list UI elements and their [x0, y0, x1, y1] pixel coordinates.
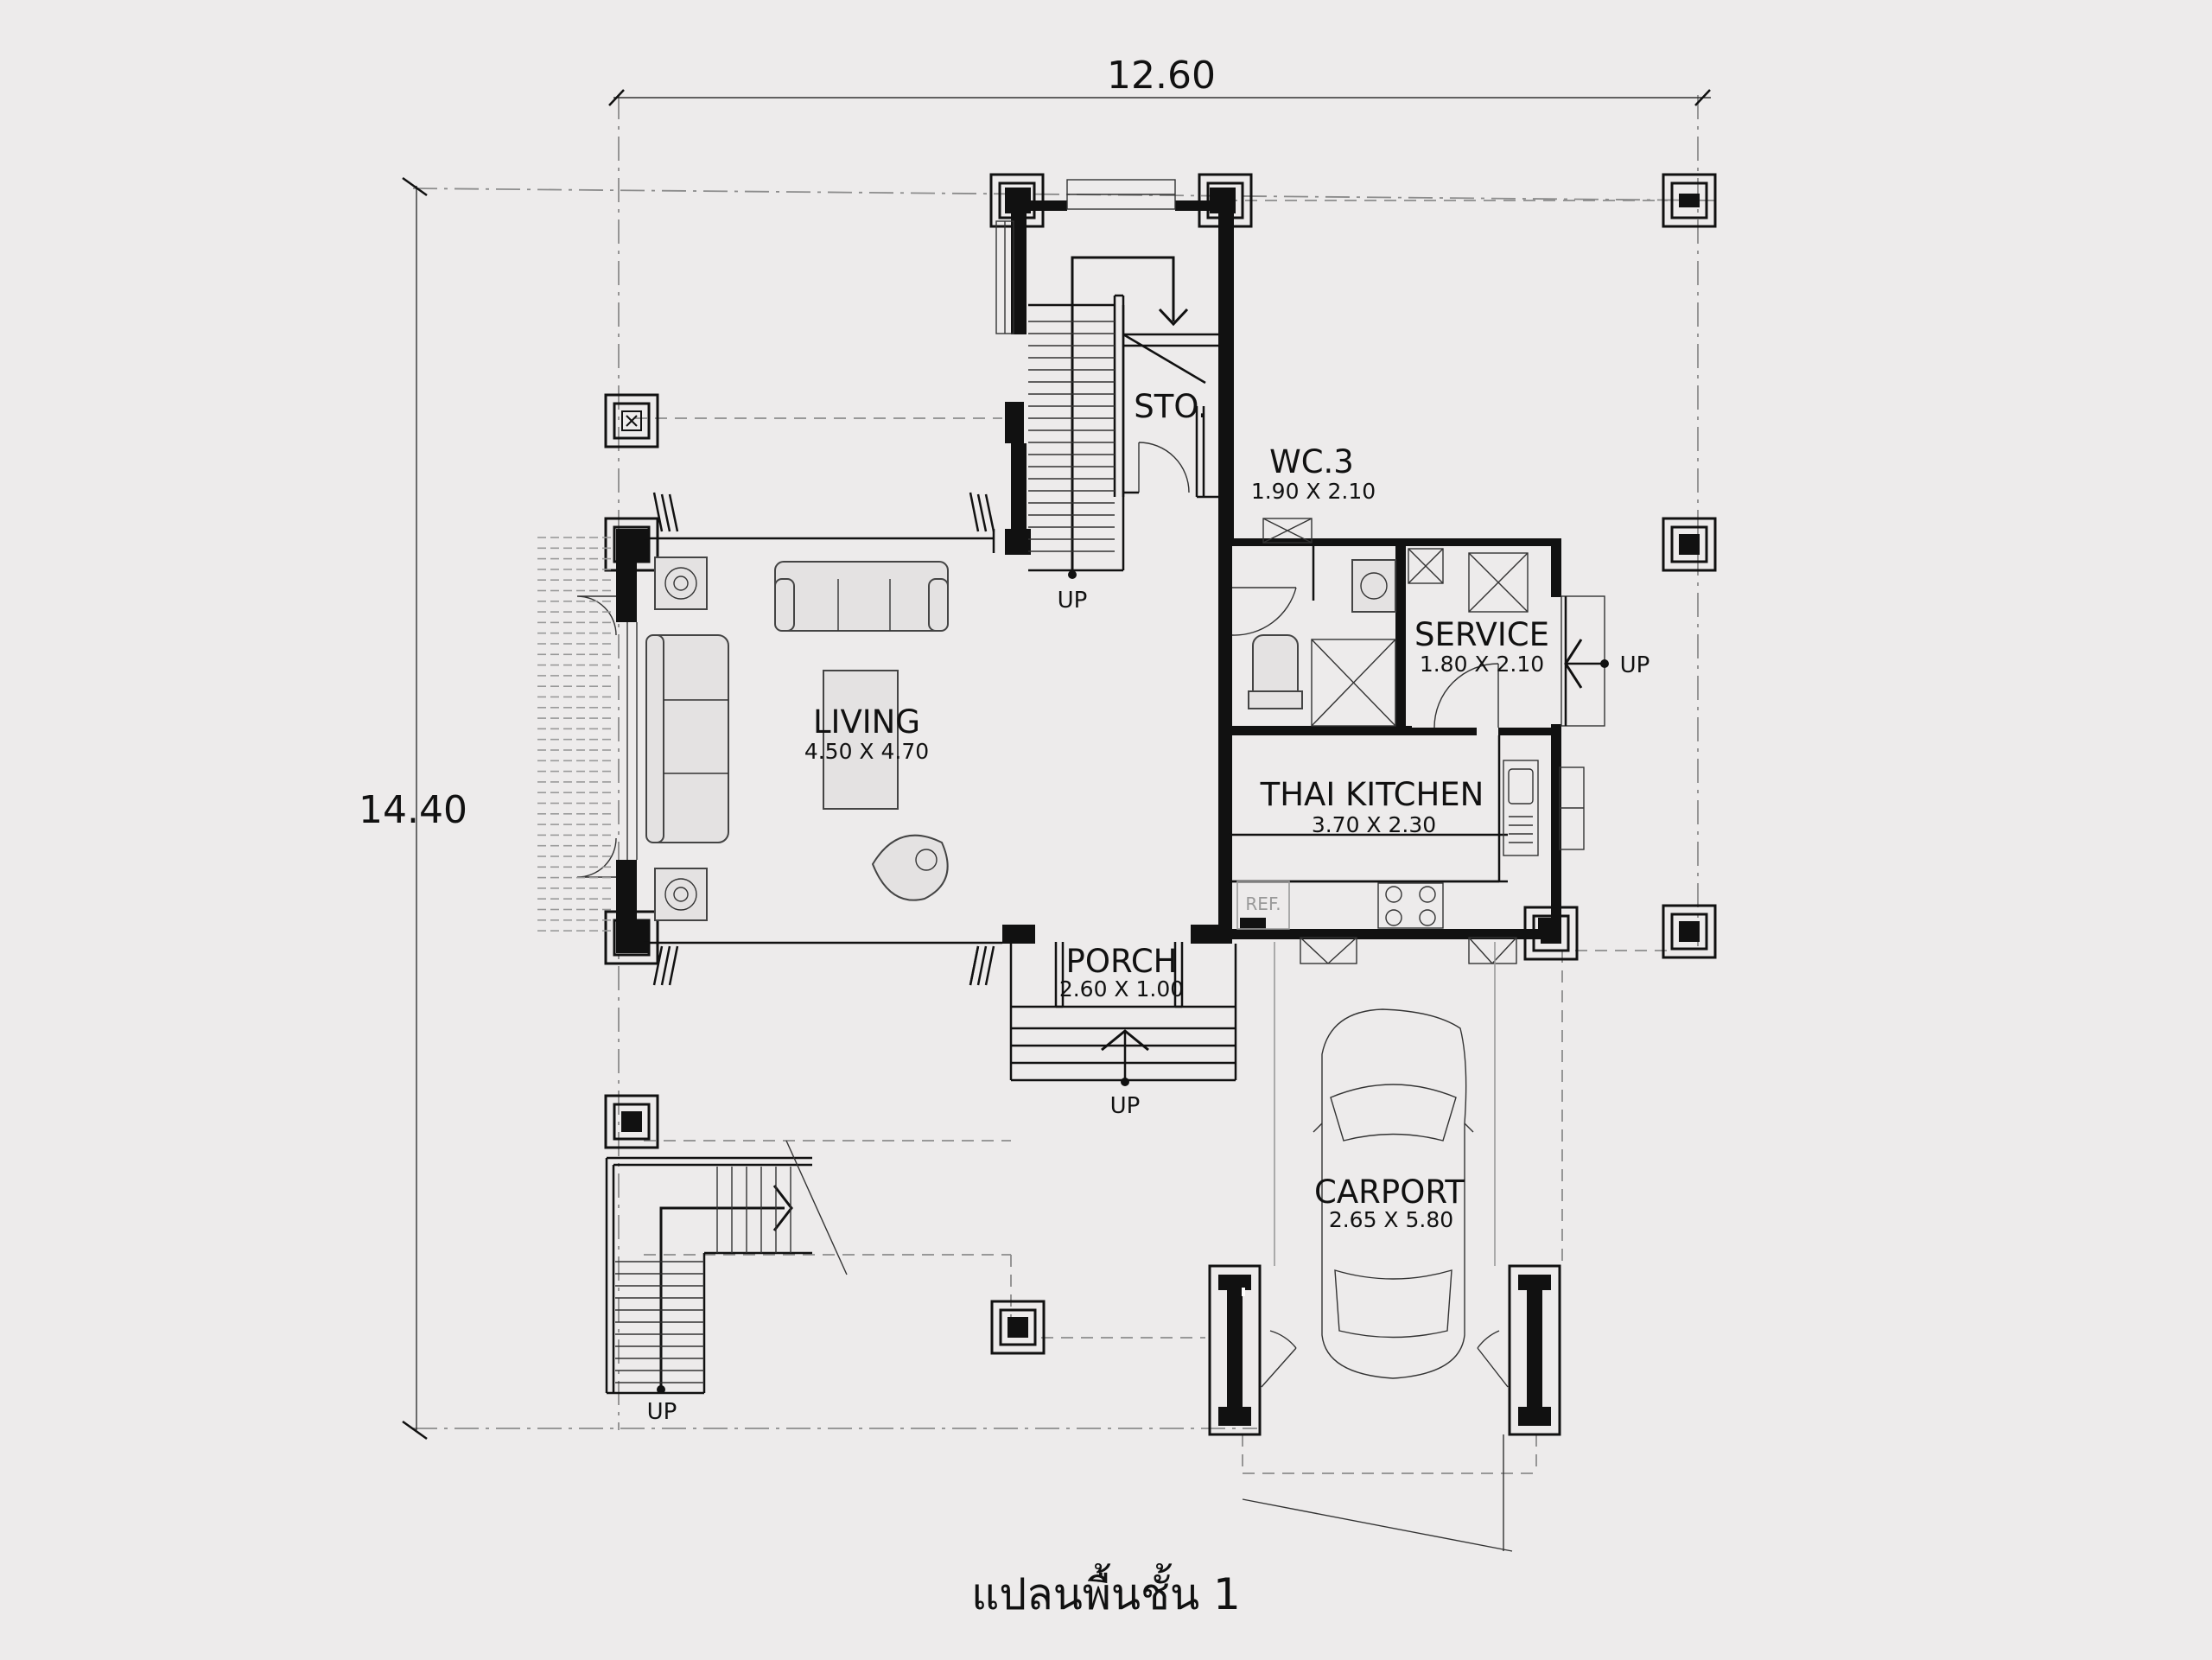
- porch: [969, 925, 1237, 1086]
- column: [1662, 517, 1717, 572]
- carport: [1208, 942, 1561, 1436]
- column: [1662, 904, 1717, 959]
- side-table-top: [654, 557, 708, 610]
- main-stair: [1028, 256, 1218, 579]
- depth-dimension-label: 14.40: [359, 788, 467, 832]
- living-room-walls: [576, 492, 1002, 986]
- service-size: 1.80 X 2.10: [1420, 652, 1544, 677]
- width-dimension-label: 12.60: [1107, 54, 1216, 98]
- wc3-fixtures: [1231, 544, 1444, 727]
- carport-size: 2.65 X 5.80: [1329, 1207, 1453, 1232]
- side-table-bottom: [654, 868, 708, 921]
- wc3-label: WC.3: [1269, 443, 1354, 480]
- coffee-table: [823, 670, 899, 810]
- service-fixtures: [1433, 552, 1609, 728]
- service-wing-walls: [1218, 518, 1585, 964]
- thai-kitchen-label: THAI KITCHEN: [1260, 776, 1484, 813]
- outdoor-stair-up-label: UP: [647, 1399, 677, 1425]
- armchair: [871, 834, 949, 901]
- carport-pillar-left: [1208, 1264, 1262, 1436]
- outdoor-stair: [605, 1140, 848, 1395]
- carport-label: CARPORT: [1314, 1173, 1465, 1211]
- living-room-label: LIVING: [813, 703, 920, 741]
- living-room-size: 4.50 X 4.70: [804, 739, 929, 764]
- floor-plan-caption: แปลนพื้นชั้น 1: [971, 1563, 1241, 1619]
- service-entry-up-label: UP: [1620, 652, 1650, 678]
- car-icon: [1313, 1008, 1474, 1379]
- columns: [604, 173, 1717, 1355]
- grid-lines: [412, 95, 1716, 1552]
- thai-kitchen-size: 3.70 X 2.30: [1312, 812, 1436, 837]
- column: [604, 1094, 659, 1149]
- storage-label: STO.: [1134, 388, 1207, 425]
- main-stair-up-label: UP: [1058, 588, 1088, 614]
- living-furniture: [645, 557, 949, 921]
- column: [604, 393, 659, 448]
- wc3-size: 1.90 X 2.10: [1251, 479, 1376, 504]
- sofa-left: [645, 634, 729, 843]
- width-dimension: 12.60: [608, 54, 1711, 106]
- thai-kitchen-fixtures: REF.: [1232, 735, 1539, 930]
- carport-pillar-right: [1508, 1264, 1561, 1436]
- stair-hall-walls: [995, 179, 1236, 555]
- porch-size: 2.60 X 1.00: [1059, 976, 1184, 1002]
- column: [990, 1300, 1046, 1355]
- service-label: SERVICE: [1414, 616, 1549, 653]
- sofa-top: [774, 561, 949, 632]
- column: [1662, 173, 1717, 228]
- depth-dimension: 14.40: [359, 176, 467, 1441]
- porch-label: PORCH: [1066, 943, 1178, 980]
- left-deck-slats: [537, 537, 611, 932]
- porch-steps-up-label: UP: [1110, 1093, 1141, 1119]
- fridge-label: REF.: [1245, 894, 1281, 914]
